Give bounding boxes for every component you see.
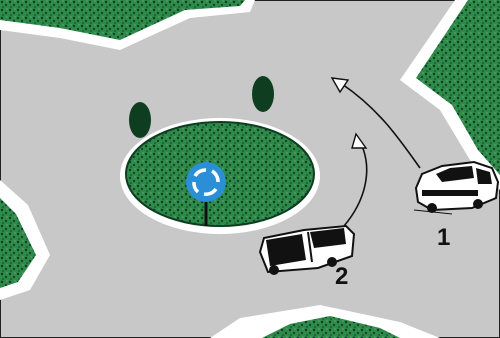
vehicle-2-label: 2	[335, 265, 348, 289]
bush-right	[252, 76, 274, 112]
bush-left	[129, 102, 151, 138]
vehicle-1-label: 1	[437, 226, 450, 250]
